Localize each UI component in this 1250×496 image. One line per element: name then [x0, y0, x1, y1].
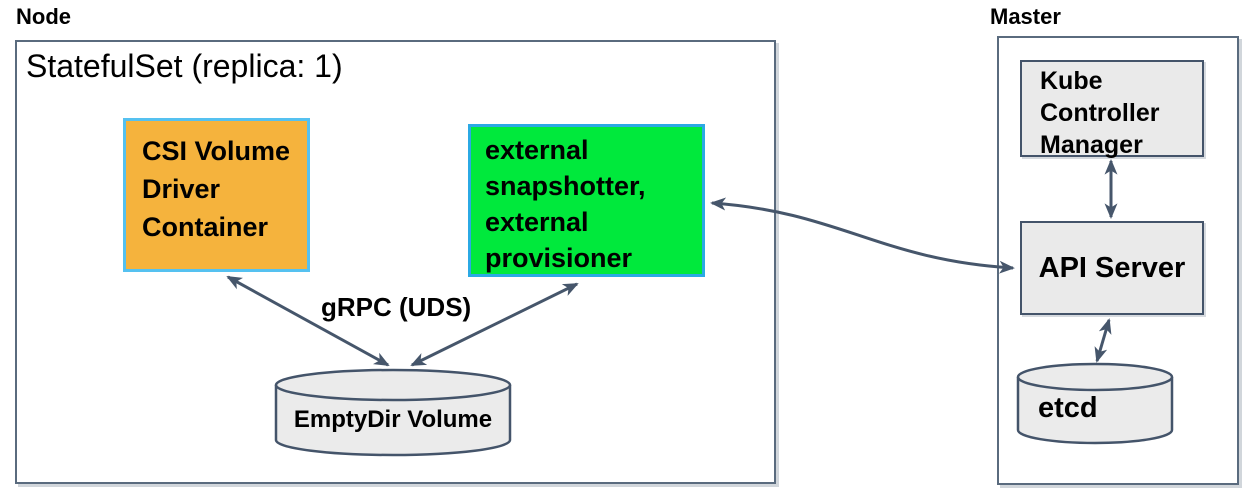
csi-driver-box-line: CSI Volume — [142, 136, 291, 166]
etcd-label: etcd — [1038, 392, 1098, 424]
sidecar-box-line: provisioner — [485, 243, 633, 273]
api-server-box: API Server — [1020, 221, 1204, 315]
kcm-box-line: Controller — [1040, 99, 1160, 127]
csi-driver-box-line: Driver — [142, 174, 221, 204]
master-panel-title: Master — [990, 4, 1061, 29]
emptydir-volume-label: EmptyDir Volume — [293, 406, 493, 433]
kube-controller-manager-box: Kube Controller Manager — [1020, 60, 1204, 159]
sidecar-box-line: external — [485, 135, 589, 165]
api-server-label: API Server — [1038, 251, 1186, 284]
grpc-uds-label: gRPC (UDS) — [321, 292, 472, 322]
kcm-box-line: Kube — [1040, 67, 1103, 95]
node-panel-title: Node — [16, 4, 71, 29]
sidecar-box-line: snapshotter, — [485, 171, 646, 201]
csi-driver-box-line: Container — [142, 212, 269, 242]
csi-driver-box: CSI Volume Driver Container — [123, 118, 310, 272]
statefulset-label: StatefulSet (replica: 1) — [26, 48, 343, 84]
sidecar-box-line: external — [485, 207, 589, 237]
sidecar-box: external snapshotter, external provision… — [468, 124, 705, 277]
kcm-box-line: Manager — [1040, 131, 1143, 159]
